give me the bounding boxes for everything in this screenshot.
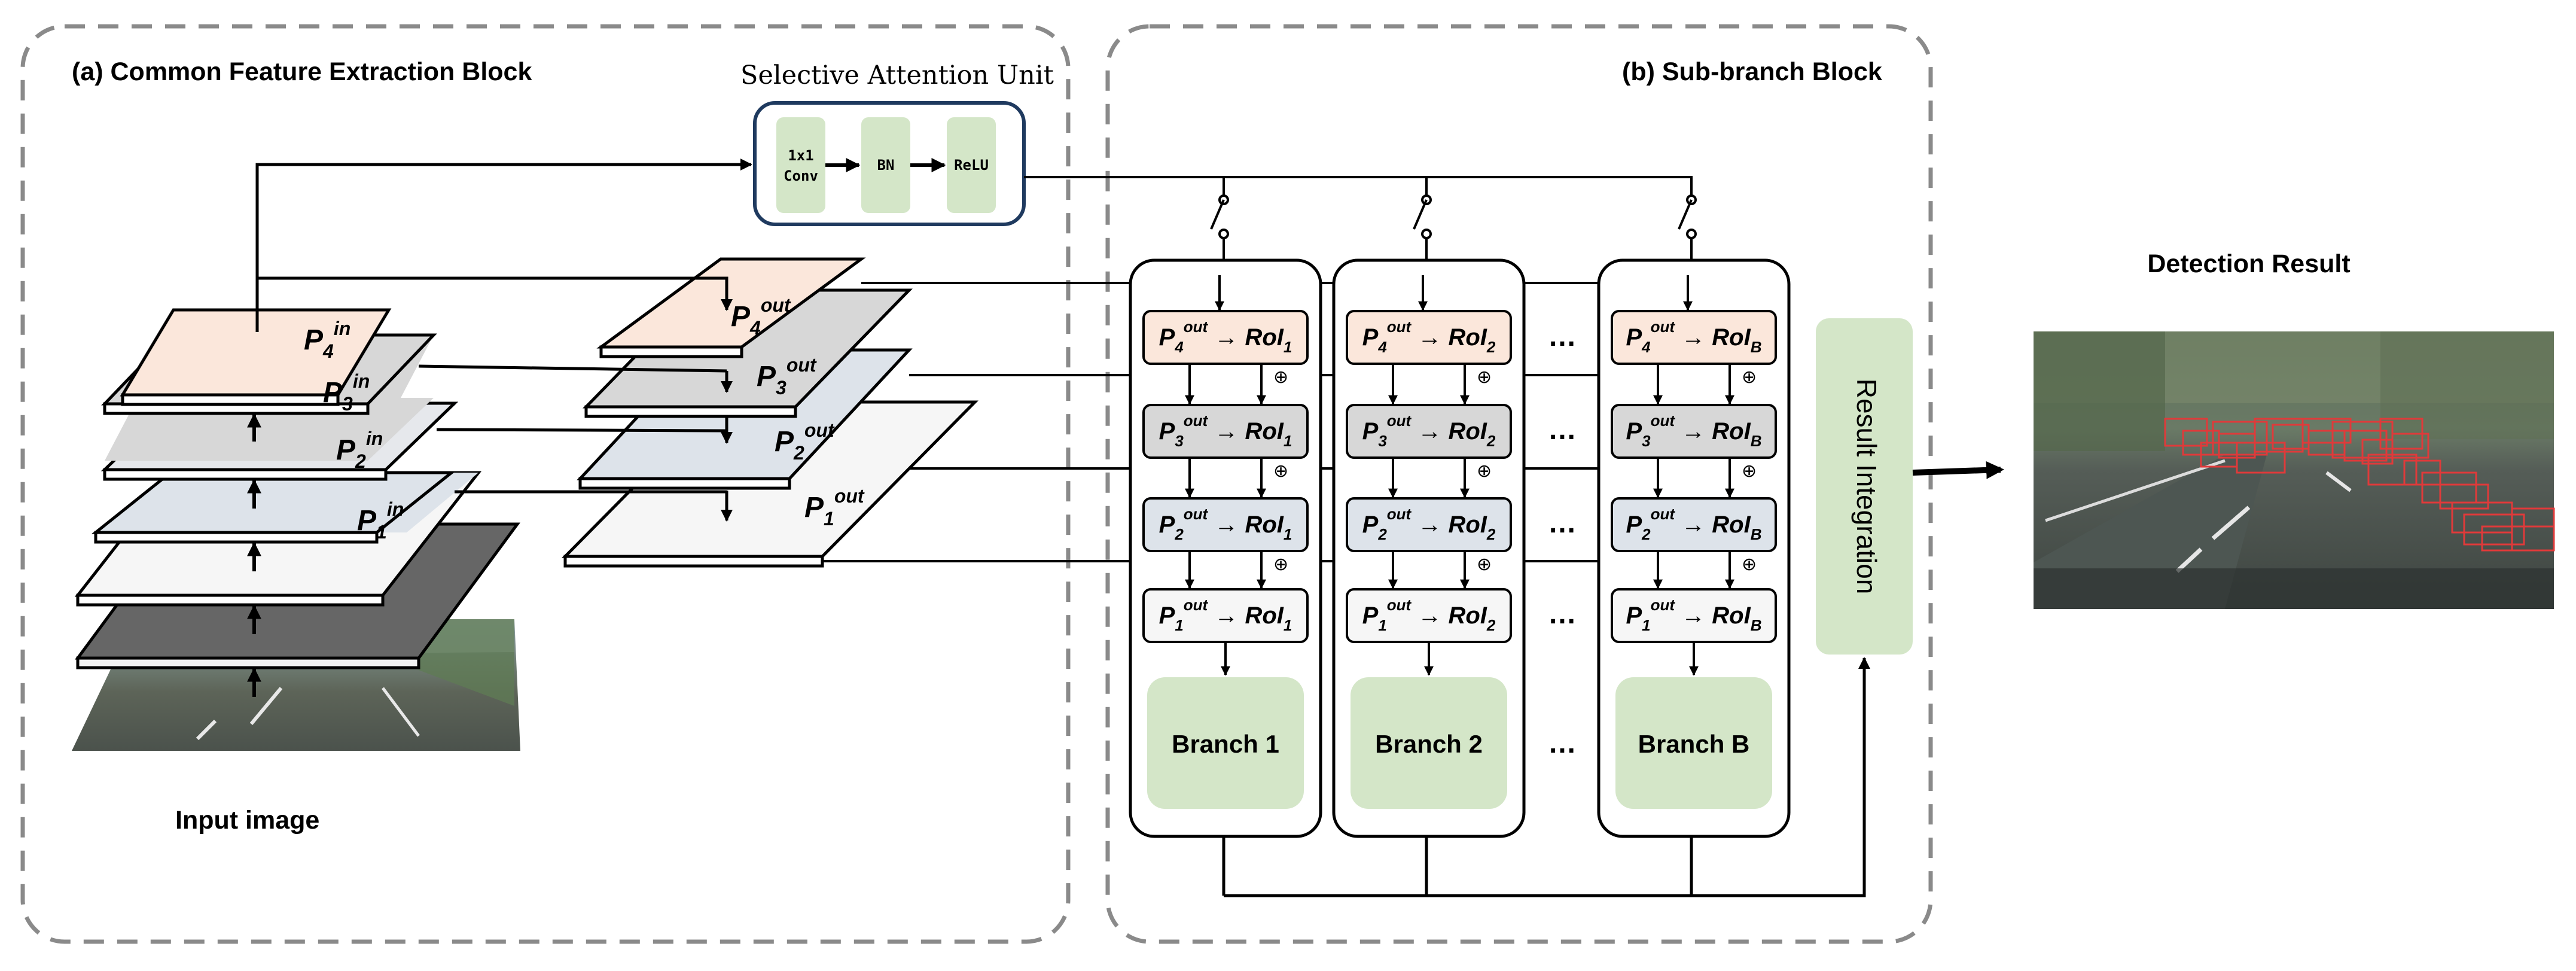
add-icon: ⊕ [1742, 555, 1757, 574]
roi-box [1346, 310, 1512, 365]
roi-box [1142, 404, 1309, 459]
right-block-frame [1105, 24, 1933, 944]
backbone-stack [74, 308, 520, 669]
add-icon: ⊕ [1742, 367, 1757, 387]
detection-boxes [2164, 418, 2555, 552]
attention-unit-title: Selective Attention Unit [740, 60, 1054, 90]
pyramid-out-labels: P4out P3out P2out P1out [731, 294, 865, 529]
branch-label: Branch 1 [1172, 730, 1279, 758]
detection-result: Detection Result [2034, 249, 2555, 609]
roi-box [1611, 310, 1777, 365]
branch-aggregation-lines [1222, 657, 1870, 897]
pyramid-in-labels: P4in P3in P2in P1in [304, 318, 404, 543]
roi-label: P3out → RoI2 [1362, 412, 1496, 450]
branch-label: Branch 2 [1375, 730, 1483, 758]
bn-label: BN [877, 157, 895, 173]
relu-block [947, 117, 996, 213]
p1-in-label: P1in [357, 498, 404, 543]
roi-label: P1out → RoIB [1626, 596, 1761, 634]
p2-out-label: P2out [775, 419, 835, 464]
sub-branch-block: (b) Sub-branch Block P4out → RoI1 ⊕ P3out … [822, 24, 1933, 944]
roi-label: P3out → RoIB [1626, 412, 1761, 450]
conv-block [776, 117, 825, 213]
detection-box [2164, 418, 2208, 447]
p1-out-label: P1out [804, 485, 865, 529]
branch-head [1615, 677, 1772, 809]
relu-label: ReLU [954, 157, 989, 173]
p3-in-label: P3in [323, 370, 370, 415]
detection-box [2343, 430, 2388, 462]
roi-box [1611, 497, 1777, 552]
result-integration-box [1816, 318, 1913, 655]
add-icon: ⊕ [1273, 367, 1288, 387]
left-block-title: (a) Common Feature Extraction Block [72, 57, 532, 86]
add-icon: ⊕ [1273, 461, 1288, 481]
branch-head [1147, 677, 1304, 809]
conv-label-2: Conv [784, 168, 818, 184]
feature-connectors [255, 159, 752, 522]
ellipsis: … [1548, 728, 1577, 759]
roi-label: P4out → RoI1 [1159, 318, 1292, 356]
add-icon: ⊕ [1477, 461, 1492, 481]
p2-in-label: P2in [336, 428, 383, 472]
roi-label: P3out → RoI1 [1159, 412, 1292, 450]
ellipsis: … [1548, 321, 1577, 352]
add-icon: ⊕ [1742, 461, 1757, 481]
add-icon: ⊕ [1477, 555, 1492, 574]
ellipsis: … [1548, 598, 1577, 630]
roi-label: P1out → RoI1 [1159, 596, 1292, 634]
detection-box [2200, 442, 2238, 468]
left-block-frame [20, 24, 1071, 944]
ellipsis: … [1548, 414, 1577, 446]
output-pyramid-stack [562, 257, 978, 568]
roi-label: P2out → RoI2 [1362, 505, 1496, 543]
result-integration-label: Result Integration [1851, 379, 1882, 595]
branch-switches [1210, 194, 1697, 260]
branch-columns: P4out → RoI1⊕P3out → RoI1⊕P2out → RoI1⊕P… [1129, 258, 1791, 838]
roi-label: P2out → RoI1 [1159, 505, 1292, 543]
roi-label: P2out → RoIB [1626, 505, 1761, 543]
p4-in-label: P4in [304, 318, 350, 362]
roi-box [1346, 497, 1512, 552]
common-feature-block: (a) Common Feature Extraction Block Inpu… [20, 24, 1071, 944]
ellipsis: … [1548, 507, 1577, 539]
detection-box [2511, 507, 2555, 552]
roi-label: P4out → RoIB [1626, 318, 1761, 356]
add-icon: ⊕ [1477, 367, 1492, 387]
branch-column-1: P4out → RoI1 ⊕ P3out → RoI1 ⊕ P2out → RoI1 ⊕ P… [1129, 258, 1322, 838]
roi-box [1346, 404, 1512, 459]
roi-box [1142, 497, 1309, 552]
roi-label: P1out → RoI2 [1362, 596, 1496, 634]
detection-box [2367, 453, 2418, 486]
roi-label: P4out → RoI2 [1362, 318, 1496, 356]
branch-label: Branch B [1638, 730, 1750, 758]
detection-box [2439, 483, 2489, 510]
p4-out-label: P4out [731, 294, 791, 339]
input-image-caption: Input image [175, 806, 319, 835]
detection-box [2391, 433, 2429, 459]
right-block-title: (b) Sub-branch Block [1622, 57, 1882, 86]
detection-box [2463, 513, 2525, 546]
branch-head [1351, 677, 1507, 809]
roi-box [1142, 310, 1309, 365]
output-arrow [1912, 461, 2004, 479]
add-icon: ⊕ [1273, 555, 1288, 574]
detection-box [2212, 421, 2268, 456]
detection-box [2421, 471, 2477, 504]
branch-column-2: P4out → RoI2 ⊕ P3out → RoI2 ⊕ P2out → RoI2 ⊕ P… [1332, 258, 1526, 838]
conv-label-1: 1x1 [788, 147, 813, 164]
bn-block [861, 117, 910, 213]
roi-box [1611, 404, 1777, 459]
branch-column-3: P4out → RoIB ⊕ P3out → RoIB ⊕ P2out → RoIB ⊕ P… [1597, 258, 1791, 838]
p3-out-label: P3out [757, 354, 817, 398]
detection-title: Detection Result [2147, 249, 2350, 278]
